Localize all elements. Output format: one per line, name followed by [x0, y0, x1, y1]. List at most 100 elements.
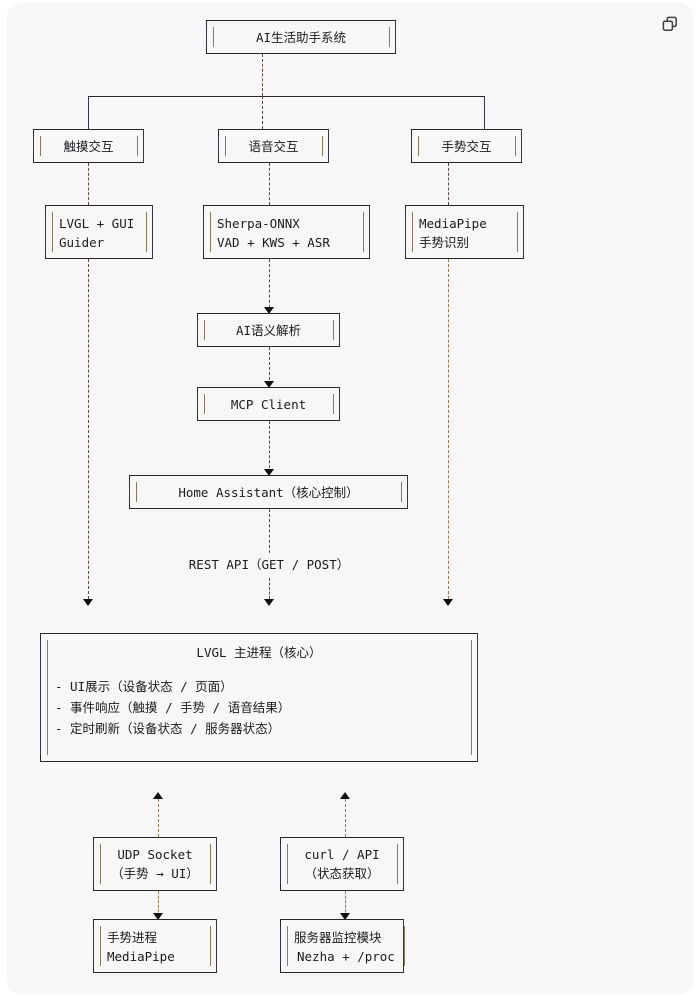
node-main-process-bullet-3: - 定时刷新（设备状态 / 服务器状态）	[55, 721, 281, 736]
node-mcp-pipe-right	[333, 394, 335, 414]
node-udp-socket-pipe-left	[100, 844, 102, 884]
node-sherpa-line2: VAD + KWS + ASR	[217, 235, 330, 250]
edge-bus-drop-right	[484, 96, 485, 129]
architecture-diagram: AI生活助手系统 触摸交互 语音交互 手势交互	[7, 3, 693, 994]
node-main-process-bullet-2: - 事件响应（触摸 / 手势 / 语音结果）	[55, 700, 291, 715]
node-sherpa-pipe-left	[210, 212, 212, 252]
node-nlu-pipe-left	[204, 320, 206, 340]
node-root-pipe-right	[389, 27, 391, 47]
node-curl-api-box	[280, 837, 404, 891]
arrowhead-main-center	[264, 599, 274, 606]
edge-mcp-to-ha	[269, 421, 270, 473]
edge-nlu-to-mcp	[269, 347, 270, 385]
node-udp-socket-box	[93, 837, 217, 891]
edge-touch-to-lvgl	[88, 163, 89, 205]
node-sherpa-line1: Sherpa-ONNX	[217, 216, 300, 231]
node-gesture-pipe-left	[418, 136, 420, 156]
edge-root-stem	[262, 54, 263, 96]
node-nlu-pipe-right	[333, 320, 335, 340]
node-mediapipe-line1: MediaPipe	[419, 216, 487, 231]
node-sherpa-pipe-right	[363, 212, 365, 252]
arrowhead-ha	[264, 469, 274, 476]
copy-icon[interactable]	[659, 13, 681, 35]
node-curl-api-pipe-right	[397, 844, 399, 884]
node-voice-pipe-left	[225, 136, 227, 156]
node-mediapipe-pipe-right	[517, 212, 519, 252]
node-home-assistant-pipe-left	[136, 482, 138, 502]
node-gesture-process-line1: 手势进程	[107, 930, 158, 945]
edge-ha-to-main-upper	[269, 509, 270, 553]
node-gesture-pipe-right	[515, 136, 517, 156]
node-gesture-label: 手势交互	[441, 139, 492, 154]
node-udp-socket-line2: （手势 → UI）	[111, 866, 199, 881]
node-main-process-pipe-left	[47, 640, 49, 755]
node-lvgl-gui-pipe-left	[52, 212, 54, 252]
node-mcp-label: MCP Client	[230, 397, 307, 412]
node-root-label: AI生活助手系统	[255, 30, 347, 45]
node-gesture-process-box	[93, 919, 217, 973]
edge-bus-drop-mid	[262, 96, 263, 129]
node-lvgl-gui-pipe-right	[146, 212, 148, 252]
arrowhead-lvgl-rail	[83, 599, 93, 606]
node-voice-label: 语音交互	[248, 139, 299, 154]
edge-lvgl-rail	[88, 259, 89, 599]
node-main-process-title: LVGL 主进程（核心）	[196, 645, 322, 660]
node-curl-api-line1: curl / API	[304, 847, 380, 862]
edge-rest-api-label: REST API（GET / POST）	[188, 557, 350, 572]
edge-sherpa-to-nlu	[269, 259, 270, 313]
node-home-assistant-label: Home Assistant（核心控制）	[178, 485, 359, 500]
node-main-process-bullet-1: - UI展示（设备状态 / 页面）	[55, 679, 233, 694]
arrowhead-curl-up	[340, 792, 350, 799]
node-lvgl-gui-line2: Guider	[59, 235, 105, 250]
node-server-monitor-pipe-right	[404, 926, 406, 966]
node-gesture-process-pipe-left	[100, 926, 102, 966]
node-gesture-process-pipe-right	[210, 926, 212, 966]
node-touch-label: 触摸交互	[63, 139, 114, 154]
node-curl-api-line2: （状态获取）	[304, 866, 380, 881]
edge-curl-to-server-mon	[345, 891, 346, 917]
node-server-monitor-line1: 服务器监控模块	[294, 930, 382, 945]
arrowhead-nlu	[264, 307, 274, 314]
edge-udp-to-gesture-proc	[158, 891, 159, 917]
arrowhead-udp-up	[153, 792, 163, 799]
node-voice-box	[218, 129, 329, 163]
node-mediapipe-box	[405, 205, 524, 259]
edge-bus-drop-left	[88, 96, 89, 129]
arrowhead-server-mon	[340, 913, 350, 920]
node-server-monitor-box	[280, 919, 404, 973]
edge-gesture-to-mp	[448, 163, 449, 205]
node-udp-socket-pipe-right	[210, 844, 212, 884]
edge-ha-to-main-lower	[269, 578, 270, 599]
node-sherpa-box	[203, 205, 370, 259]
node-main-process-pipe-right	[471, 640, 473, 755]
edge-curl-to-main	[345, 799, 346, 837]
node-mediapipe-line2: 手势识别	[419, 235, 470, 250]
arrowhead-mcp	[264, 381, 274, 388]
code-block-card: AI生活助手系统 触摸交互 语音交互 手势交互	[7, 3, 693, 994]
node-main-process-box	[40, 633, 478, 762]
node-gesture-process-line2: MediaPipe	[107, 949, 175, 964]
node-root-box	[206, 20, 396, 54]
node-lvgl-gui-box	[45, 205, 153, 259]
node-mediapipe-pipe-left	[412, 212, 414, 252]
node-nlu-box	[197, 313, 340, 347]
node-curl-api-pipe-left	[287, 844, 289, 884]
node-home-assistant-box	[129, 475, 408, 509]
node-lvgl-gui-line1: LVGL + GUI	[59, 216, 135, 231]
edge-gesture-rail	[448, 259, 449, 599]
node-gesture-box	[411, 129, 522, 163]
node-udp-socket-line1: UDP Socket	[117, 847, 193, 862]
node-server-monitor-line2: Nezha + /proc	[297, 949, 395, 964]
node-nlu-label: AI语义解析	[235, 323, 302, 338]
edge-branch-bus	[88, 96, 484, 97]
node-mcp-pipe-left	[204, 394, 206, 414]
node-root-pipe-left	[213, 27, 215, 47]
edge-udp-to-main	[158, 799, 159, 837]
node-touch-pipe-right	[137, 136, 139, 156]
node-voice-pipe-right	[322, 136, 324, 156]
node-touch-box	[33, 129, 144, 163]
node-touch-pipe-left	[40, 136, 42, 156]
arrowhead-gesture-proc	[153, 913, 163, 920]
node-server-monitor-pipe-left	[287, 926, 289, 966]
edge-voice-to-sherpa	[269, 163, 270, 205]
